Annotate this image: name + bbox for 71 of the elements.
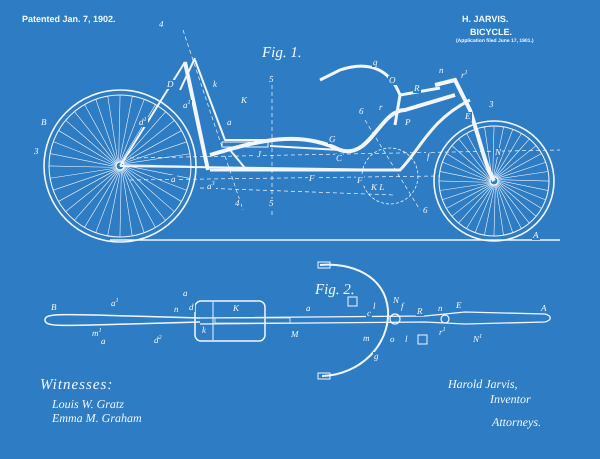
signature: Harold Jarvis, bbox=[448, 378, 518, 390]
signature: Emma M. Graham bbox=[52, 412, 142, 424]
reference-letter: B bbox=[50, 303, 58, 312]
reference-letter: f bbox=[426, 152, 431, 161]
reference-letter: a$^{1}$ bbox=[110, 298, 120, 308]
reference-letter: m bbox=[362, 334, 370, 343]
reference-letter: g bbox=[373, 352, 380, 361]
reference-letter: n bbox=[173, 305, 180, 314]
reference-letter: c bbox=[366, 309, 372, 318]
reference-letter: q bbox=[372, 58, 378, 67]
reference-letter: d bbox=[188, 303, 194, 312]
reference-letter: n bbox=[437, 304, 444, 313]
reference-letter: M bbox=[290, 330, 300, 339]
reference-letter: k bbox=[212, 80, 218, 89]
reference-letter: E bbox=[455, 301, 462, 310]
reference-letter: d$^{2}$ bbox=[153, 335, 163, 345]
reference-letter: d$^{1}$ bbox=[138, 117, 148, 127]
figure-caption: Fig. 2. bbox=[315, 283, 355, 298]
reference-letter: E bbox=[464, 112, 472, 121]
reference-letter: 5 bbox=[268, 75, 274, 84]
reference-letter: a$^{1}$ bbox=[182, 100, 192, 110]
reference-letter: l bbox=[372, 302, 377, 311]
reference-letter: f bbox=[400, 302, 405, 311]
reference-letter: r bbox=[378, 103, 384, 112]
header-text: Patented Jan. 7, 1902. bbox=[22, 15, 116, 24]
reference-letter: N bbox=[494, 148, 502, 157]
reference-letter: A bbox=[540, 304, 548, 313]
reference-letter: a$^{3}$ bbox=[206, 181, 216, 191]
reference-letter: a bbox=[182, 289, 188, 298]
reference-letter: 4 bbox=[158, 20, 164, 29]
reference-letter: a bbox=[170, 175, 176, 184]
reference-letter: a bbox=[100, 337, 106, 346]
reference-letter: a bbox=[305, 304, 312, 313]
signature: Attorneys. bbox=[492, 416, 541, 428]
reference-letter: k bbox=[201, 326, 207, 335]
reference-letter: K bbox=[240, 96, 248, 105]
header-text: BICYCLE. bbox=[470, 28, 512, 37]
reference-letter: J bbox=[256, 150, 262, 159]
reference-letter: n bbox=[438, 66, 444, 75]
reference-letter: P bbox=[404, 118, 412, 127]
reference-letter: 4 bbox=[234, 199, 240, 208]
reference-letter: A bbox=[532, 231, 540, 240]
reference-letter: D bbox=[166, 80, 174, 89]
reference-letter: o bbox=[389, 335, 396, 344]
reference-letter: R bbox=[413, 84, 420, 93]
reference-letter: r$^{1}$ bbox=[460, 70, 469, 80]
reference-letter: 6 bbox=[422, 206, 428, 215]
reference-letter: 5 bbox=[268, 199, 274, 208]
signature: Inventor bbox=[490, 393, 531, 405]
reference-letter: 3 bbox=[488, 100, 494, 109]
reference-letter: r$^{1}$ bbox=[438, 327, 447, 337]
reference-letter: l bbox=[404, 335, 409, 344]
reference-letter: N bbox=[392, 296, 400, 305]
reference-letter: O bbox=[388, 76, 396, 85]
figure-caption: Fig. 1. bbox=[262, 46, 302, 61]
reference-letter: F bbox=[308, 174, 316, 183]
reference-letter: F bbox=[356, 176, 364, 185]
reference-letter: K bbox=[232, 304, 240, 313]
reference-letter: 3 bbox=[33, 147, 40, 156]
reference-letter: G bbox=[328, 135, 336, 144]
reference-letter: m$^{1}$ bbox=[91, 328, 103, 338]
reference-letter: K L bbox=[370, 183, 386, 192]
signature: Louis W. Gratz bbox=[52, 398, 124, 410]
reference-letter: a bbox=[226, 118, 232, 127]
header-text: H. JARVIS. bbox=[462, 15, 508, 24]
reference-letter: R bbox=[416, 307, 424, 316]
reference-letter: N$^{1}$ bbox=[472, 334, 484, 344]
witnesses-heading: Witnesses: bbox=[40, 378, 114, 393]
reference-letter: B bbox=[40, 118, 48, 127]
reference-letter: 6 bbox=[358, 107, 364, 116]
reference-letter: C bbox=[335, 154, 344, 163]
